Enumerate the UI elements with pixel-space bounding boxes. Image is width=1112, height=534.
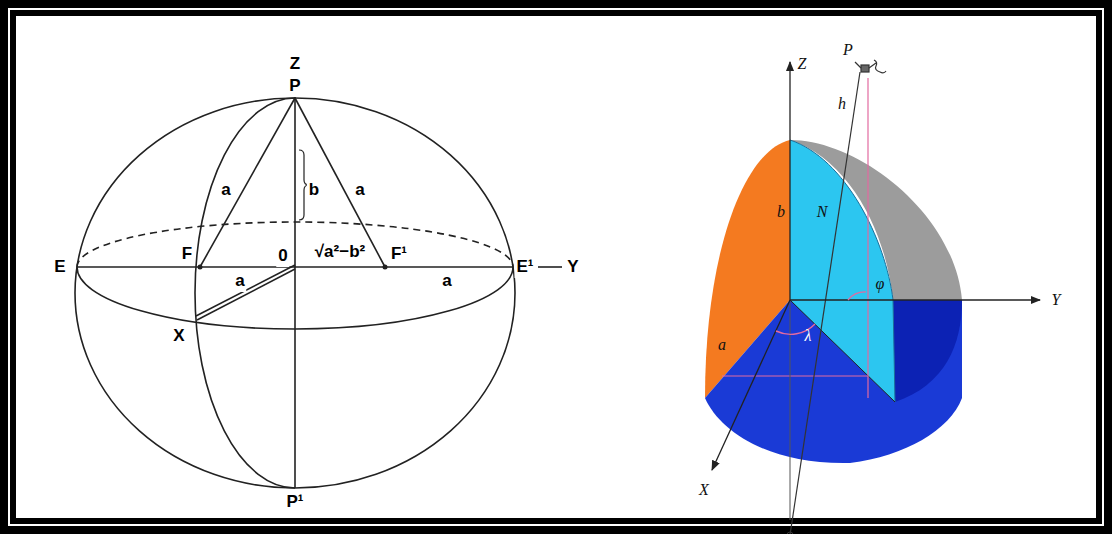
normal-foot (787, 532, 793, 534)
point-label: E¹ (515, 256, 536, 278)
satellite-icon (855, 60, 886, 73)
point-label: P (841, 40, 855, 60)
height-label: h (836, 94, 848, 114)
y-axis (790, 299, 1040, 300)
point-label: P¹ (285, 491, 306, 513)
point-label: E (52, 256, 67, 278)
point-label: 0 (276, 245, 289, 267)
dimension-label: a (219, 179, 232, 201)
focal-line (200, 98, 295, 267)
plumb-line (867, 78, 868, 398)
y-axis (538, 266, 562, 268)
axis-label: Y (565, 256, 580, 278)
dimension-label: √a²−b² (313, 241, 367, 263)
axis-label: Y (1050, 290, 1063, 310)
point-label: F¹ (389, 243, 409, 265)
meridian-edge (790, 140, 895, 402)
dimension-label: b (775, 202, 787, 222)
ellipsoid-outline (75, 98, 515, 488)
x-axis (196, 265, 295, 316)
focus-point (383, 265, 388, 270)
axis-label: Z (288, 53, 302, 75)
dimension-label: a (353, 179, 366, 201)
latitude-arc (848, 292, 866, 300)
point-label: P (287, 75, 302, 97)
angle-label: λ (803, 326, 814, 346)
meridian (195, 98, 295, 488)
outer-surface-low (893, 300, 962, 402)
radius-line (790, 300, 895, 402)
z-axis-lower (790, 300, 791, 520)
dimension-label: b (307, 179, 321, 201)
octant-figure (705, 60, 1040, 534)
z-axis (789, 62, 790, 300)
polar-axis (294, 98, 296, 488)
picture-ground (16, 16, 1096, 518)
ellipsoid-figure (75, 58, 562, 488)
x-axis (197, 269, 295, 320)
focus-point (198, 265, 203, 270)
normal-label: N (815, 202, 830, 222)
focal-line (295, 98, 385, 267)
frame-line (9, 9, 1103, 525)
axis-label: X (697, 480, 711, 500)
normal-line (790, 72, 860, 534)
dimension-label: a (440, 270, 453, 292)
guide-line (722, 376, 868, 377)
x-axis (712, 300, 790, 470)
axis-label: Z (796, 54, 809, 74)
angle-label: φ (874, 274, 887, 294)
dimension-label: a (716, 335, 728, 355)
axis-label: X (171, 325, 186, 347)
dimension-label: a (233, 270, 246, 292)
point-label: F (180, 243, 194, 265)
meridian-plane (790, 140, 895, 402)
